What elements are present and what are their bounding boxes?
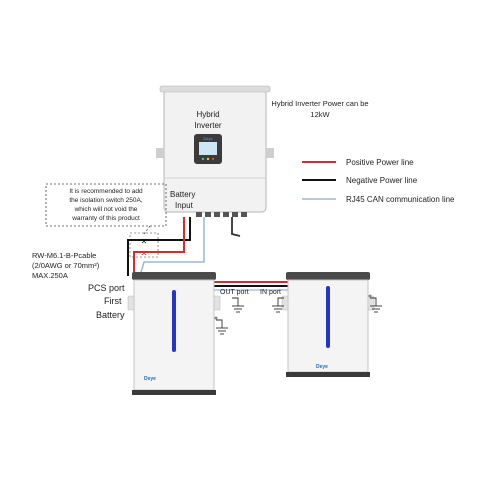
inverter-heatsink-top [159,85,271,93]
legend: Positive Power line Negative Power line … [302,158,455,204]
cable-note-line2: (2/0AWG or 70mm²) [32,261,100,270]
inverter-display-screen [199,142,217,155]
inverter-mount-right [266,148,274,158]
battery-1-handle [127,295,135,311]
legend-label-negative: Negative Power line [346,176,418,185]
battery-1-grounding-screw [214,316,218,320]
hybrid-inverter: Hybrid Inverter Deye Battery Input [156,85,274,237]
battery-2-handle [281,295,289,311]
inverter-ac-cable [231,217,241,237]
inverter-screen-brand: Deye [203,136,213,141]
power-note-line2: 12kW [310,110,330,119]
battery-1-out-ground-icon [232,297,244,313]
isolation-note-pointer [143,225,151,235]
battery-1-handle [213,295,221,311]
battery-2-ground-icon [370,297,382,313]
power-note-line1: Hybrid Inverter Power can be [271,99,368,108]
out-port-label: OUT port [220,289,249,296]
inverter-connector [232,212,238,217]
battery-1: Deye [127,272,221,395]
legend-label-can: RJ45 CAN communication line [346,195,455,204]
battery-input-label-line1: Battery [170,190,195,199]
isolation-note-box [45,183,167,227]
battery-1-top-cap [132,272,216,280]
battery-input-label-line2: Input [175,201,194,210]
in-port-label: IN port [260,289,281,296]
battery-1-brand: Deye [144,376,156,382]
legend-label-positive: Positive Power line [346,158,414,167]
isolation-note-line3: which will not void the [74,206,138,213]
inverter-mount-left [156,148,164,158]
inverter-status-led [211,157,215,161]
inverter-connector [223,212,229,217]
battery-1-ground-icon [216,319,228,335]
battery-2: Deye [281,272,375,377]
negative-power-line [127,217,191,276]
isolation-switch-contact-icon: ✕ [141,237,148,246]
cable-note-line1: RW-M6.1-B-Pcable [32,251,96,260]
inverter-title-line2: Inverter [194,121,221,130]
isolation-note-line2: the isolation switch 250A, [69,197,143,204]
isolation-note-line1: It is recommended to add [69,188,143,195]
battery-2-brand: Deye [316,364,328,370]
first-battery-label-line1: First [104,296,122,306]
isolation-switch-contact-icon: ✕ [141,249,148,258]
inverter-status-led [206,157,210,161]
inverter-connector [214,212,220,217]
inverter-status-led [201,157,205,161]
inverter-title-line1: Hybrid [196,110,219,119]
battery-2-in-ground-icon [272,297,284,313]
isolation-switch: ✕ ✕ [129,232,159,258]
positive-power-line [133,217,185,276]
inverter-connector [196,212,202,217]
isolation-note-line4: warranty of this product [71,215,140,222]
battery-1-base [132,390,216,395]
inverter-connector [241,212,247,217]
pcs-port-label: PCS port [88,283,125,293]
can-communication-line [139,217,205,277]
isolation-note: It is recommended to add the isolation s… [45,183,167,235]
battery-2-top-cap [286,272,370,280]
isolation-switch-outline [129,232,159,258]
battery-2-base [286,372,370,377]
inverter-connector [205,212,211,217]
battery-2-grounding-screw [368,294,372,298]
battery-2-led-bar [326,286,330,348]
cable-note-line3: MAX.250A [32,271,68,280]
battery-1-led-bar [172,290,176,352]
first-battery-label-line2: Battery [96,310,125,320]
